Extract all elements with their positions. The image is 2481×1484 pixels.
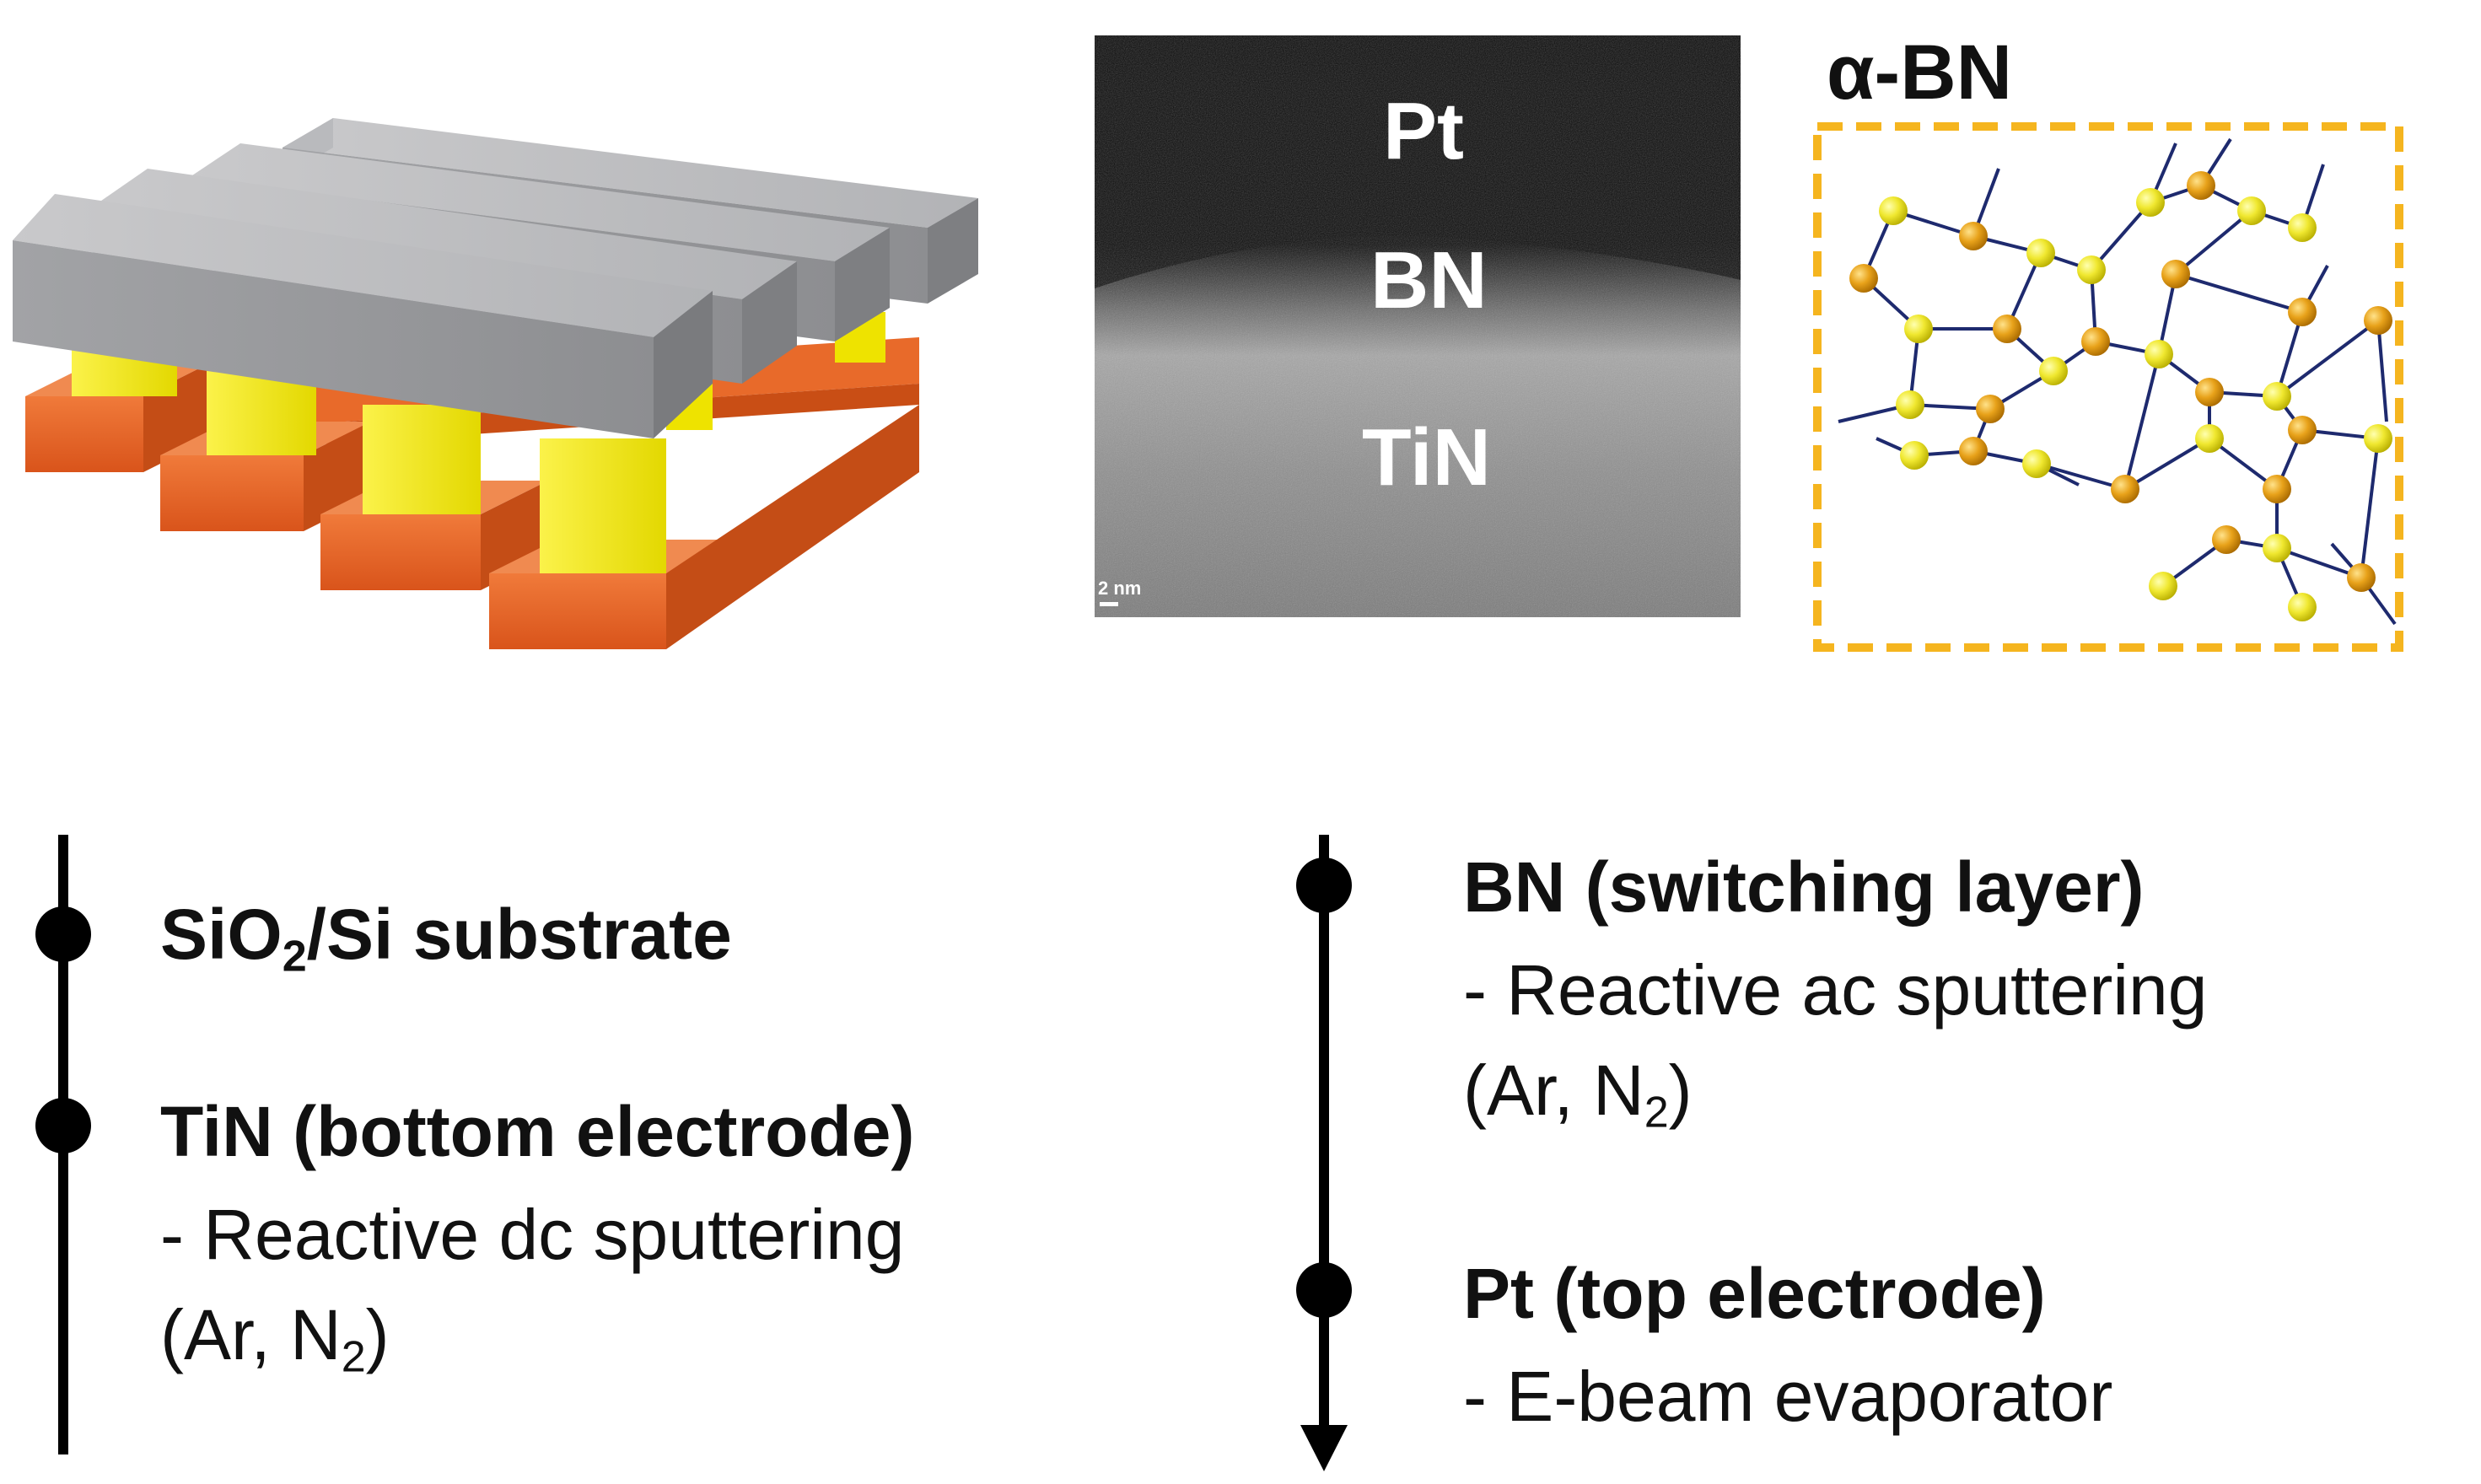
timeline-dot <box>1296 1262 1352 1318</box>
step-bn-title: BN (switching layer) <box>1463 847 2145 927</box>
abn-dashed-frame <box>1813 122 2403 652</box>
process-timeline-left <box>35 835 91 1454</box>
timeline-dot <box>35 1098 91 1153</box>
tem-cross-section-image <box>1095 35 1741 617</box>
timeline-dot <box>35 906 91 962</box>
abn-structure-title: α-BN <box>1827 30 2013 116</box>
tem-label-pt: Pt <box>1383 86 1464 176</box>
abn-atoms <box>1849 171 2392 621</box>
crossbar-device-schematic <box>13 118 978 649</box>
timeline-arrow-head <box>1300 1425 1348 1471</box>
process-timeline-right <box>1296 835 1352 1471</box>
step-pt-description: - E-beam evaporator <box>1463 1357 2113 1436</box>
top-electrode-lines <box>13 118 978 438</box>
step-pt-title: Pt (top electrode) <box>1463 1254 2046 1333</box>
step-tin-title: TiN (bottom electrode) <box>160 1092 915 1171</box>
tem-scale-bar: 2 nm <box>1098 578 1142 599</box>
step-substrate-title: SiO2/Si substrate <box>160 895 732 981</box>
tem-label-bn: BN <box>1370 235 1488 325</box>
step-tin-description: - Reactive dc sputtering (Ar, N2) <box>160 1195 905 1382</box>
abn-structure-diagram <box>1813 122 2403 652</box>
timeline-dot <box>1296 858 1352 913</box>
abn-bonds <box>1838 137 2397 626</box>
tem-scale-bar-line <box>1100 602 1118 606</box>
step-bn-description: - Reactive ac sputtering (Ar, N2) <box>1463 950 2208 1137</box>
tem-label-tin: TiN <box>1362 412 1491 503</box>
